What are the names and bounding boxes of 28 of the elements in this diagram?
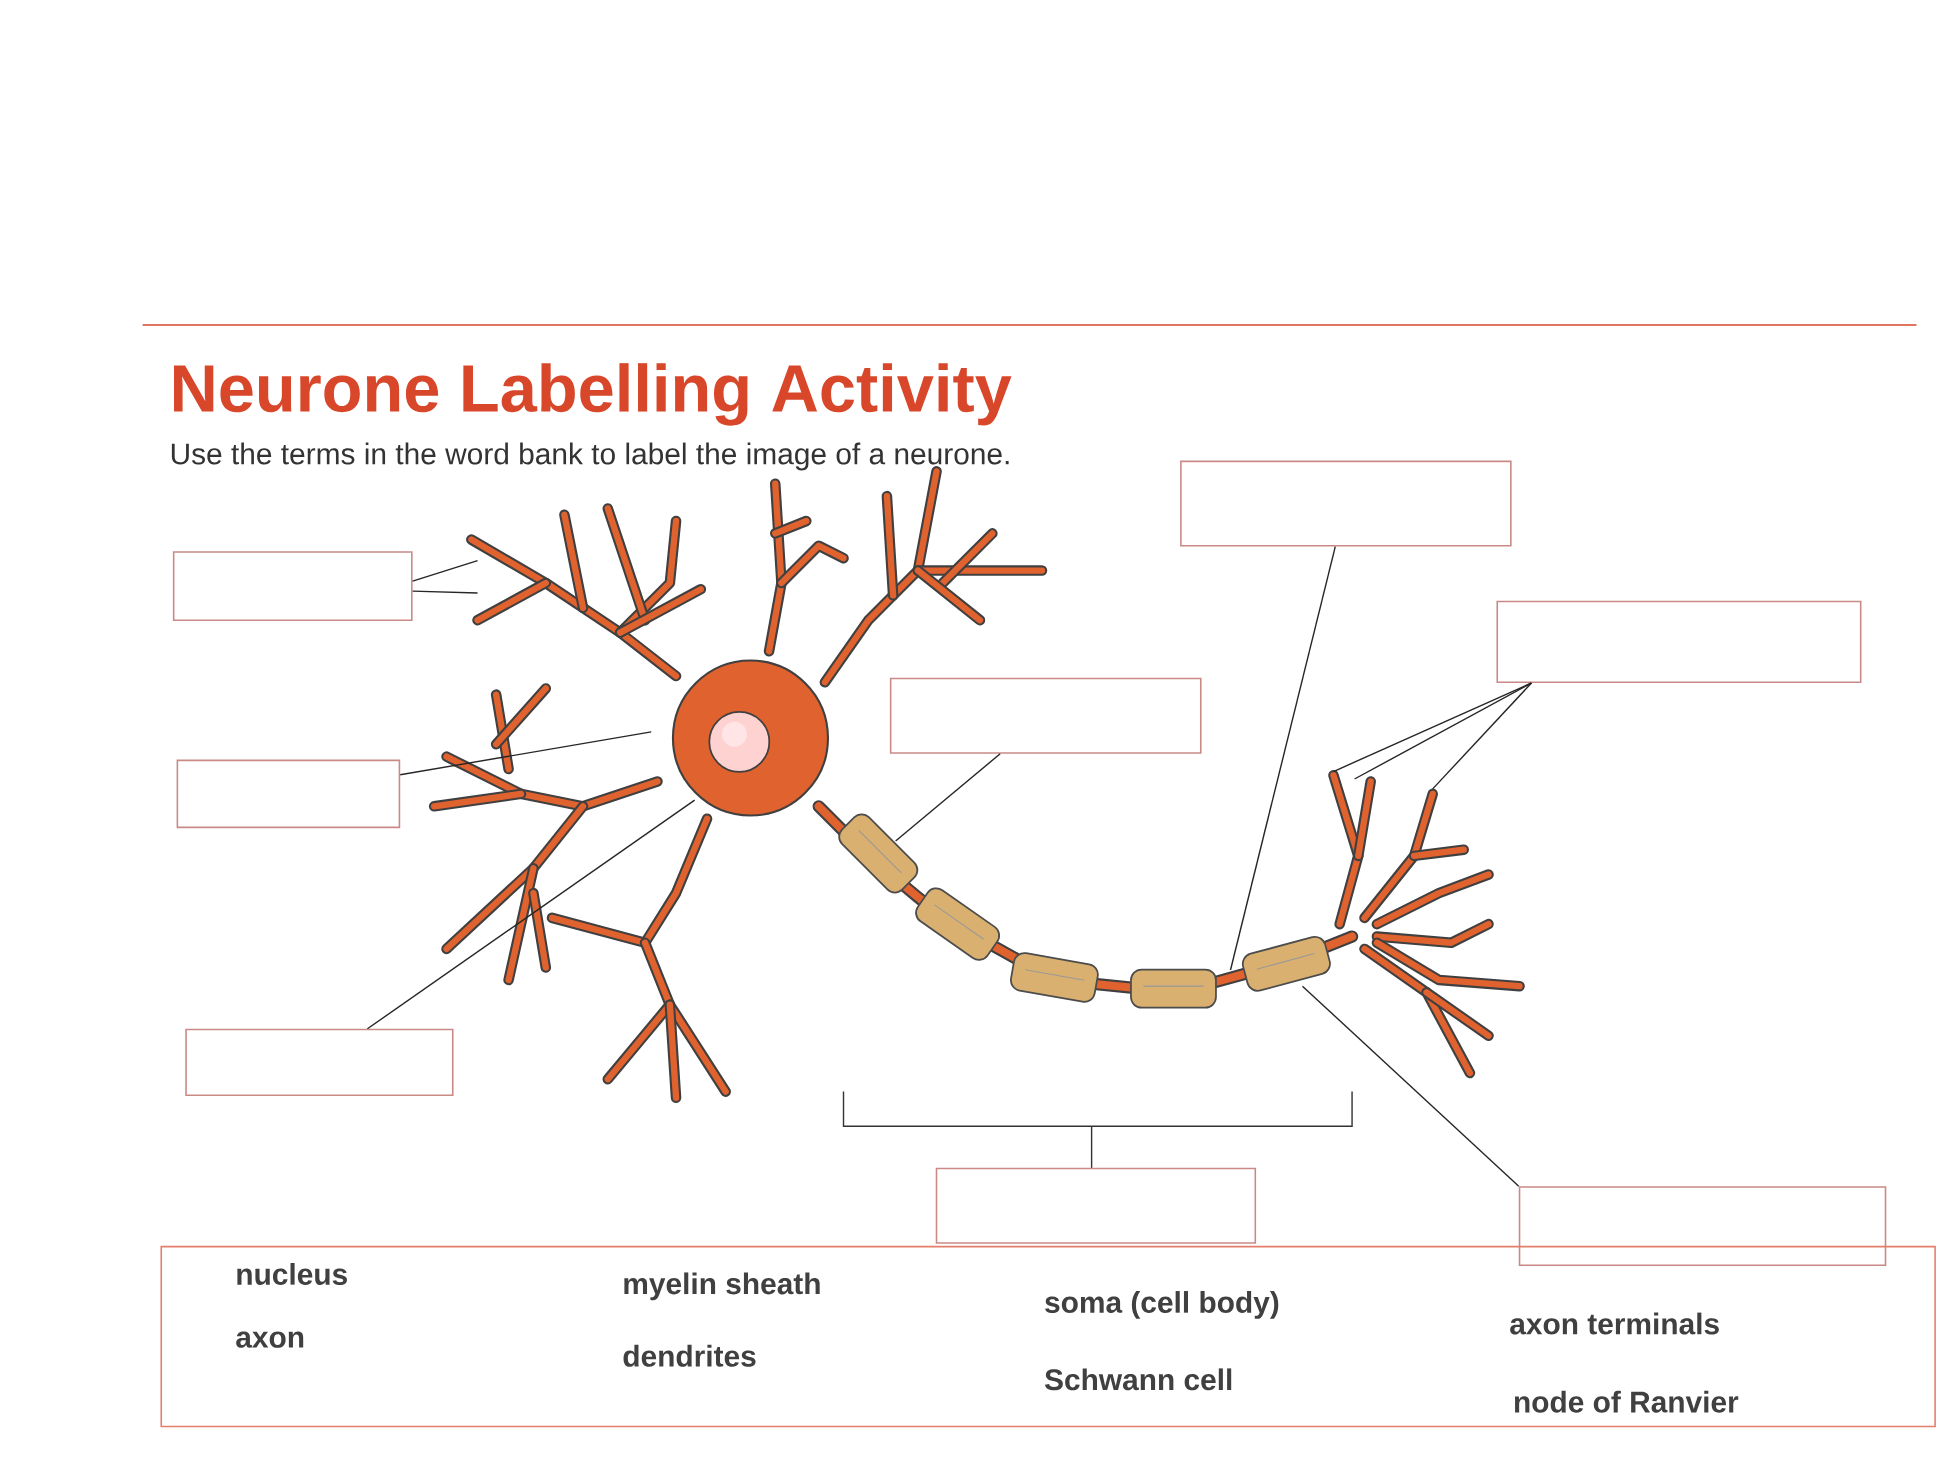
answer-box	[172, 551, 413, 622]
instruction-text: Use the terms in the word bank to label the image of a neurone.	[171, 442, 1009, 471]
leader-line	[399, 731, 652, 776]
leader-line	[1229, 545, 1336, 971]
leader-line	[1301, 985, 1520, 1188]
word-bank-term: axon	[236, 1331, 304, 1348]
leader-line	[1432, 682, 1533, 790]
word-bank-term: Schwann cell	[1044, 1368, 1232, 1391]
answer-box	[1180, 460, 1512, 547]
leader-line	[411, 590, 479, 594]
answer-box	[1518, 1186, 1887, 1267]
word-bank-term: axon terminals	[1510, 1312, 1719, 1335]
answer-box	[889, 677, 1202, 754]
title: Neurone Labelling Activity	[174, 363, 1012, 426]
word-bank-term: node of Ranvier	[1514, 1390, 1739, 1413]
word-bank-term: myelin sheath	[624, 1272, 820, 1301]
leader-line	[411, 560, 479, 582]
answer-box	[176, 759, 401, 829]
word-bank-term: soma (cell body)	[1045, 1291, 1279, 1319]
leader-line	[894, 753, 1001, 842]
answer-box	[1496, 600, 1862, 684]
leader-line	[366, 799, 696, 1030]
word-bank-term: dendrites	[623, 1344, 756, 1367]
answer-box	[935, 1167, 1257, 1244]
leader-line	[1353, 682, 1533, 780]
word-bank-term: nucleus	[237, 1263, 347, 1286]
answer-box	[185, 1028, 454, 1097]
word-bank-box	[160, 1245, 1936, 1428]
